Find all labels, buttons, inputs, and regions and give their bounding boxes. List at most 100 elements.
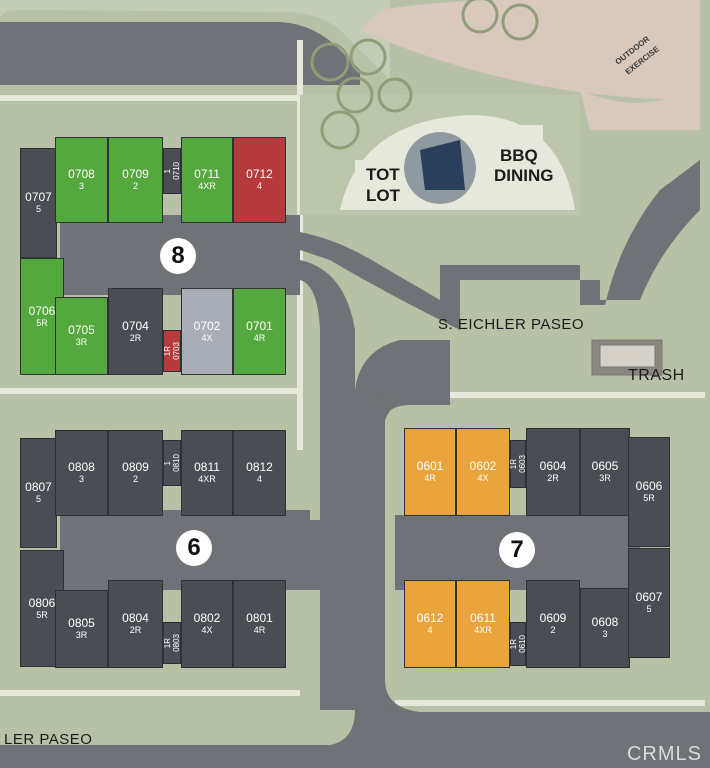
watermark: CRMLS <box>626 743 702 765</box>
unit-number: 0808 <box>68 460 95 474</box>
unit-number: 0612 <box>416 611 444 625</box>
unit-number: 0708 <box>68 167 95 181</box>
unit-type: 1R <box>163 345 172 357</box>
unit-type: 4 <box>256 181 262 191</box>
unit-number: 0605 <box>591 459 619 473</box>
unit-number: 0709 <box>122 167 149 181</box>
unit-number: 0810 <box>172 454 181 472</box>
unit-type: 3 <box>78 181 84 191</box>
unit-number: 0801 <box>246 611 273 625</box>
unit-type: 4XR <box>198 181 216 191</box>
unit-number: 0704 <box>122 318 149 333</box>
unit-type: 4X <box>477 473 489 483</box>
unit-type: 1 <box>163 168 172 174</box>
unit-type: 2R <box>129 332 142 343</box>
unit-number: 0809 <box>122 460 149 474</box>
unit-type: 4 <box>256 474 262 484</box>
unit-number: 0707 <box>25 190 52 204</box>
unit-type: 2 <box>132 181 138 191</box>
unit-type: 1R <box>509 458 518 470</box>
unit-type: 5 <box>35 204 41 214</box>
unit-number: 0805 <box>68 616 95 630</box>
unit-number: 0705 <box>68 323 95 337</box>
unit-number: 0701 <box>246 318 273 333</box>
trash-label: TRASH <box>628 367 685 384</box>
unit-type: 5R <box>36 609 48 620</box>
bbq-label-line2: DINING <box>494 166 554 185</box>
unit-number: 0807 <box>25 480 52 494</box>
unit-type: 5R <box>36 317 48 328</box>
unit-number: 0811 <box>194 460 220 474</box>
unit-number: 0602 <box>469 459 497 473</box>
unit-number: 0601 <box>416 459 444 473</box>
unit-number: 0609 <box>539 611 567 625</box>
unit-type: 5R <box>643 493 655 503</box>
unit-type: 3R <box>75 337 88 347</box>
unit-number: 0702 <box>193 318 221 333</box>
unit-type: 4 <box>427 625 433 635</box>
unit-number: 0608 <box>591 615 619 629</box>
unit-type: 5 <box>646 604 652 614</box>
unit-number: 0606 <box>635 479 663 493</box>
unit-type: 2 <box>132 474 138 484</box>
unit-type: 4R <box>253 332 266 343</box>
unit-number: 0803 <box>172 634 181 652</box>
tot-lot-label-line2: LOT <box>366 186 400 205</box>
unit-type: 3R <box>75 630 88 640</box>
unit-type: 1R <box>509 638 518 650</box>
unit-type: 2 <box>550 625 556 635</box>
unit-number: 0812 <box>246 460 273 474</box>
unit-type: 3 <box>602 629 608 639</box>
unit-type: 2R <box>547 473 559 483</box>
unit-type: 4X <box>201 332 213 343</box>
unit-type: 4R <box>424 473 436 483</box>
unit-type: 4X <box>201 625 213 635</box>
unit-number: 0703 <box>172 342 181 360</box>
unit-number: 0706 <box>28 303 56 318</box>
tot-lot-label-line1: TOT <box>366 165 400 184</box>
unit-type: 1R <box>163 637 172 649</box>
street-label-north: S. EICHLER PASEO <box>438 316 585 333</box>
building-8-marker: 8 <box>160 238 196 274</box>
building-6-marker: 6 <box>176 530 212 566</box>
unit-number: 0710 <box>172 162 181 180</box>
unit-number: 0806 <box>28 595 56 610</box>
building-7-marker: 7 <box>499 532 535 568</box>
unit-number: 0607 <box>635 590 663 604</box>
